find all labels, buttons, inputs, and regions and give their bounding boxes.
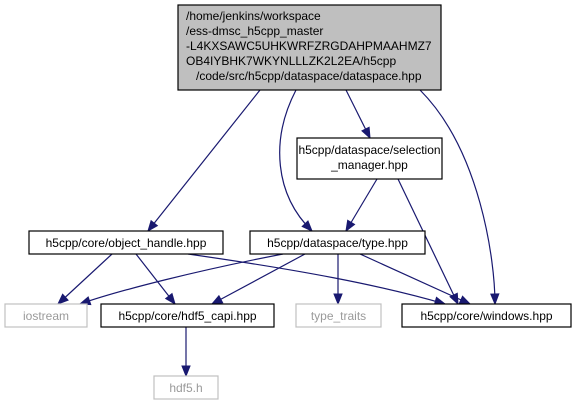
node-label-line: /code/src/h5cpp/dataspace/dataspace.hpp [196, 69, 422, 83]
node-label: h5cpp/core/object_handle.hpp [46, 236, 207, 250]
node-label: iostream [23, 309, 69, 323]
node-type-traits[interactable]: type_traits [295, 303, 382, 328]
node-type-hpp[interactable]: h5cpp/dataspace/type.hpp [249, 230, 426, 255]
node-dataspace-hpp[interactable]: /home/jenkins/workspace /ess-dmsc_h5cpp_… [177, 4, 442, 91]
edge-root-to-windows [419, 89, 496, 305]
edge-object_handle-to-windows [187, 253, 446, 305]
node-box [4, 303, 88, 328]
node-label-line: _manager.hpp [330, 158, 408, 172]
node-label-line: OB4IYBHK7WKYNLLLZK2L2EA/h5cpp [186, 54, 396, 68]
node-box [153, 375, 219, 400]
edge-type-to-iostream [79, 253, 284, 305]
arrowhead-selection_manager-to-type [345, 219, 356, 233]
arrowhead-root-to-type [301, 220, 313, 232]
node-label: h5cpp/dataspace/type.hpp [267, 236, 408, 250]
node-object-handle-hpp[interactable]: h5cpp/core/object_handle.hpp [28, 230, 224, 255]
edge-root-to-object_handle [147, 89, 261, 232]
edge-object_handle-to-hdf5_capi [135, 253, 176, 305]
node-label-line: -L4KXSAWC5UHKWRFZRGDAHPMAAHMZ7 [186, 39, 432, 53]
node-label: h5cpp/core/hdf5_capi.hpp [118, 309, 256, 323]
arrowhead-type-to-type_traits [333, 293, 343, 306]
arrowhead-type-to-windows [458, 295, 472, 305]
node-label: hdf5.h [169, 381, 202, 395]
node-hdf5-capi-hpp[interactable]: h5cpp/core/hdf5_capi.hpp [100, 303, 275, 328]
node-box [100, 303, 275, 328]
node-label: type_traits [311, 309, 366, 323]
node-label-line: /ess-dmsc_h5cpp_master [186, 24, 323, 38]
node-windows-hpp[interactable]: h5cpp/core/windows.hpp [401, 303, 572, 328]
arrowhead-object_handle-to-iostream [57, 293, 69, 305]
node-iostream[interactable]: iostream [4, 303, 88, 328]
edge-root-to-type [279, 89, 313, 232]
edge-object_handle-to-iostream [57, 253, 113, 305]
node-box [296, 137, 443, 180]
arrowhead-hdf5_capi-to-hdf5_h [181, 365, 191, 378]
node-hdf5-h[interactable]: hdf5.h [153, 375, 219, 400]
node-box [295, 303, 382, 328]
node-box [401, 303, 572, 328]
node-selection-manager-hpp[interactable]: h5cpp/dataspace/selection _manager.hpp [296, 137, 443, 180]
node-box [249, 230, 426, 255]
arrowhead-root-to-object_handle [147, 219, 159, 233]
arrowhead-type-to-hdf5_capi [210, 294, 224, 305]
arrowhead-root-to-selection_manager [361, 126, 371, 140]
arrowhead-object_handle-to-hdf5_capi [164, 292, 176, 306]
edge-selection_manager-to-windows [397, 178, 459, 305]
node-label: h5cpp/core/windows.hpp [420, 309, 552, 323]
arrowhead-root-to-windows [490, 293, 500, 306]
edge-type-to-hdf5_capi [211, 253, 306, 305]
node-box [28, 230, 224, 255]
edge-type-to-windows [359, 253, 471, 305]
node-label-line: /home/jenkins/workspace [186, 9, 321, 23]
node-label-line: h5cpp/dataspace/selection [298, 143, 440, 157]
node-box [177, 4, 442, 91]
edges-layer [57, 89, 500, 378]
